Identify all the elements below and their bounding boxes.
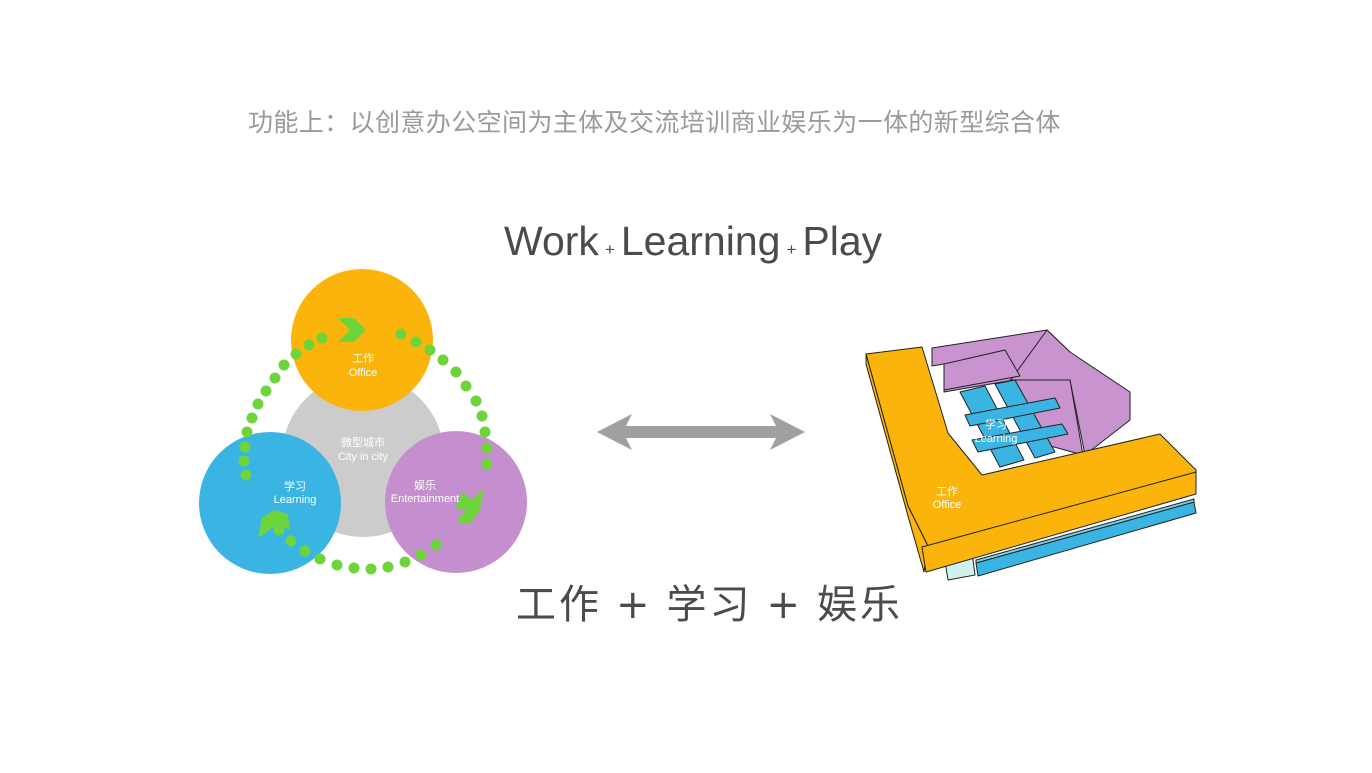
- double-arrow-icon: [597, 414, 805, 450]
- heading-play: Play: [802, 218, 883, 264]
- heading-work: Work: [504, 218, 599, 264]
- building-learning-label-en: Learning: [975, 433, 1018, 445]
- office-circle: [291, 269, 433, 411]
- building-office-label-zh: 工作: [936, 485, 958, 498]
- page-title: 功能上：以创意办公空间为主体及交流培训商业娱乐为一体的新型综合体: [248, 108, 1061, 137]
- cycle-dots: [238, 328, 493, 575]
- entertainment-label-zh: 娱乐: [414, 478, 436, 492]
- venn-diagram: 工作 Office 微型城市 City in city 学习 Learning …: [199, 269, 527, 575]
- center-label-zh: 微型城市: [341, 435, 385, 449]
- heading-zh-work: 工作: [516, 582, 602, 628]
- plus-sign: +: [604, 240, 615, 259]
- entertainment-label-en: Entertainment: [391, 493, 459, 505]
- heading-zh-learning: 学习: [666, 582, 753, 628]
- heading-learning: Learning: [620, 218, 781, 264]
- learning-label-zh: 学习: [284, 479, 306, 493]
- heading-zh-play: 娱乐: [817, 582, 904, 628]
- plus-sign: +: [786, 240, 797, 259]
- chinese-heading: 工作 + 学习 + 娱乐: [516, 572, 903, 630]
- cycle-arrow-icon: [258, 318, 484, 538]
- office-label-zh: 工作: [352, 352, 374, 365]
- learning-label-en: Learning: [274, 494, 317, 506]
- building-learning-label-zh: 学习: [985, 417, 1007, 431]
- learning-circle: [199, 432, 341, 574]
- center-label-en: City in city: [338, 451, 389, 463]
- english-heading: Work + Learning + Play: [504, 218, 882, 265]
- building-model: 工作 Office 学习 Learning: [865, 329, 1197, 581]
- office-label-en: Office: [349, 367, 378, 379]
- building-office-label-en: Office: [933, 499, 962, 511]
- plus-sign: +: [616, 582, 653, 628]
- plus-sign: +: [766, 582, 804, 628]
